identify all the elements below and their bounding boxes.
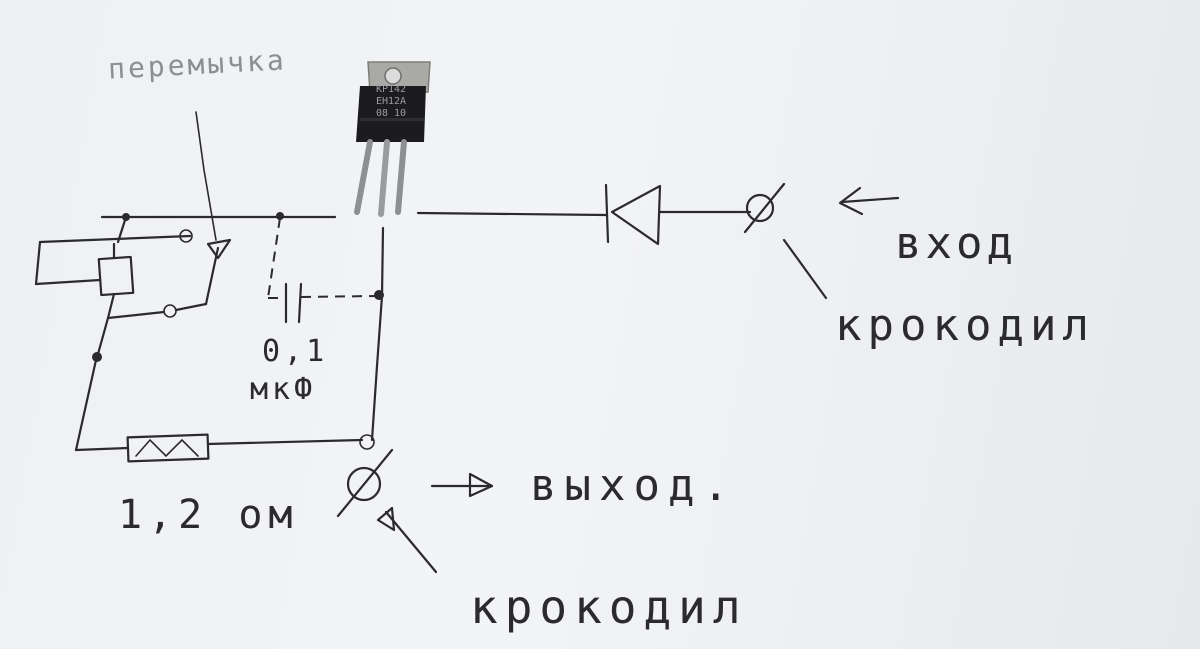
- capacitor-unit-label: мкФ: [250, 372, 317, 407]
- output-rail: [370, 226, 385, 442]
- regulator-lead-left: [354, 139, 373, 215]
- switch-contact-bottom: [163, 304, 177, 318]
- diode-symbol: [604, 183, 752, 246]
- input-clip-label: крокодил: [835, 300, 1095, 351]
- junction-dot-rail: [374, 290, 384, 300]
- input-terminal: [743, 182, 786, 234]
- regulator-lead-middle: [378, 139, 390, 217]
- output-terminal: [336, 448, 394, 518]
- regulator-lead-right: [395, 139, 407, 215]
- input-clip-pointer: [782, 238, 828, 300]
- jumper-arrow-icon: [206, 238, 232, 260]
- regulator-marking-line3: 08 10: [375, 108, 407, 119]
- switch-contact-top: [179, 229, 193, 243]
- regulator-body: [356, 86, 426, 142]
- voltage-regulator: [354, 61, 431, 217]
- input-wire: [416, 211, 608, 217]
- regulator-marking-line1: КР142: [375, 84, 407, 95]
- output-clip-label: крокодил: [470, 580, 748, 634]
- output-label: выход.: [530, 460, 737, 511]
- output-clip-pointer: [376, 506, 438, 574]
- junction-dot-bottom: [359, 434, 375, 450]
- capacitor-symbol: [267, 212, 377, 324]
- regulator-mount-hole: [384, 67, 402, 85]
- regulator-marking-line2: ЕН12А: [375, 96, 407, 107]
- jumper-pointer: [195, 111, 217, 241]
- input-arrow-icon: [838, 186, 900, 216]
- left-network: [34, 111, 232, 452]
- input-label: вход: [895, 218, 1017, 269]
- output-arrow-icon: [430, 472, 494, 498]
- shunt-resistor-symbol: [126, 433, 364, 463]
- variable-resistor-symbol: [97, 255, 135, 297]
- capacitor-value-label: 0,1: [262, 334, 329, 369]
- regulator-marking: КР142 ЕН12А 08 10: [358, 84, 424, 120]
- resistor-value-label: 1,2 ом: [118, 492, 299, 538]
